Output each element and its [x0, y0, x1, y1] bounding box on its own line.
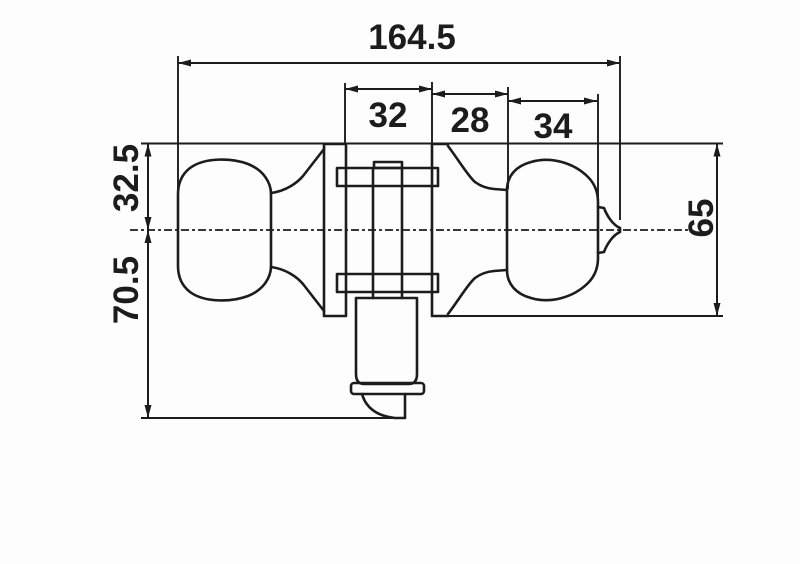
dim-label-lower-height: 70.5: [107, 256, 146, 324]
dim-label-overall-width: 164.5: [368, 18, 456, 57]
right-knob-outline: [505, 158, 600, 302]
dim-label-rose-diameter: 65: [682, 199, 721, 238]
right-rose-flare-top: [446, 144, 509, 192]
arrowhead-right: [584, 97, 597, 105]
spindle-cap: [372, 160, 404, 170]
lockset-drawing: [176, 142, 622, 420]
arrowhead-bottom-down: [144, 405, 152, 418]
dim-label-upper-height: 32.5: [107, 144, 146, 212]
dimension-left-heights: 32.5 70.5: [107, 143, 152, 418]
latch-housing: [354, 296, 419, 386]
left-knob-neck-bottom: [269, 265, 326, 313]
dimension-overall-width: 164.5: [177, 18, 621, 220]
latch-collar: [349, 381, 426, 396]
arrowhead-center-down: [144, 217, 152, 230]
chassis-top-bar: [335, 166, 440, 188]
dimension-rose-diameter: 65: [682, 143, 721, 316]
latch-bolt-tip: [360, 392, 407, 420]
right-rose-plate: [430, 142, 450, 318]
arrowhead-right: [495, 90, 508, 98]
right-rose-flare-bottom: [446, 268, 509, 316]
arrowhead-left: [345, 85, 358, 93]
reference-lines: [130, 142, 723, 419]
arrowhead-center-up: [144, 230, 152, 243]
arrowhead-right: [419, 85, 432, 93]
dimension-rose-neck-section: 28: [432, 87, 509, 189]
arrowhead-top-up: [713, 143, 721, 157]
arrowhead-bottom-down: [713, 303, 721, 316]
arrowhead-top-up: [144, 143, 152, 157]
arrowhead-right: [607, 59, 620, 67]
dimension-chassis-section: 32: [344, 82, 433, 144]
arrowhead-left: [432, 90, 445, 98]
left-rose-plate: [322, 142, 348, 318]
right-knob-tip: [596, 205, 622, 255]
left-knob-neck-top: [269, 147, 326, 195]
dimension-knob-section: 34: [508, 94, 599, 201]
dim-label-knob-section: 34: [534, 107, 573, 146]
chassis-bottom-bar: [335, 272, 440, 294]
arrowhead-left: [178, 59, 191, 67]
left-knob-outline: [176, 158, 273, 302]
arrowhead-left: [508, 97, 521, 105]
dim-label-chassis-section: 32: [369, 96, 408, 135]
dim-label-rose-neck-section: 28: [451, 101, 490, 140]
